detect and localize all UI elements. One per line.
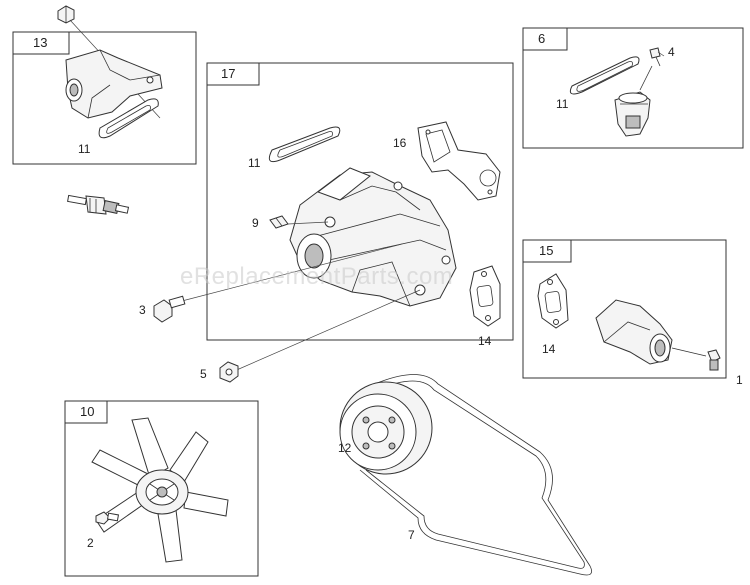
fan-pulley-part[interactable] — [339, 381, 433, 475]
callout-2: 2 — [87, 536, 94, 550]
water-pump-part[interactable] — [289, 167, 457, 307]
callout-4: 4 — [668, 45, 675, 59]
leader-line — [177, 243, 403, 303]
cap-part[interactable] — [57, 5, 75, 24]
gasket-14-part[interactable] — [537, 273, 569, 329]
temperature-sensor-part[interactable] — [67, 194, 130, 215]
callout-11: 11 — [78, 142, 91, 156]
group-13-frame — [12, 31, 197, 165]
watermark-text: eReplacementParts.com — [180, 263, 453, 290]
gasket-14-part[interactable] — [469, 265, 501, 327]
group-15-tab — [522, 239, 572, 263]
group-6-tab — [522, 27, 568, 51]
group-13: 13 11 — [12, 5, 197, 165]
group-15: 15 14 — [522, 239, 727, 379]
leader-line — [657, 51, 665, 57]
callout-1: 1 — [736, 373, 743, 387]
callout-7: 7 — [408, 528, 415, 542]
group-17: 17 11 16 — [177, 62, 514, 373]
group-13-tab — [12, 31, 70, 55]
bolt-1-part[interactable] — [707, 349, 721, 371]
group-10-frame — [64, 400, 259, 577]
group-10-tab — [64, 400, 108, 424]
cooling-fan-part[interactable] — [91, 417, 229, 563]
group-10: 10 2 — [64, 400, 259, 577]
bolt-2-part[interactable] — [95, 511, 120, 525]
callout-5: 5 — [200, 367, 207, 381]
v-belt-part[interactable] — [359, 374, 593, 576]
group-15-frame — [522, 239, 727, 379]
nut-5-part[interactable] — [219, 361, 239, 383]
callout-11: 11 — [248, 156, 261, 170]
callout-16: 16 — [393, 136, 407, 150]
group-6-frame — [522, 27, 744, 149]
bolt-9-part[interactable] — [269, 215, 289, 229]
group-17-label: 17 — [221, 66, 235, 81]
leader-line — [231, 289, 421, 373]
group-17-tab — [206, 62, 260, 86]
gasket-11-part[interactable] — [569, 56, 640, 95]
thermostat-housing-part[interactable] — [65, 49, 163, 119]
leader-line — [287, 221, 329, 225]
group-6-label: 6 — [538, 31, 545, 46]
callout-14: 14 — [478, 334, 492, 348]
gasket-11-part[interactable] — [98, 98, 159, 139]
group-17-frame — [206, 62, 514, 341]
gasket-16-part[interactable] — [417, 121, 501, 201]
group-10-label: 10 — [80, 404, 94, 419]
bolt-4-part[interactable] — [649, 47, 661, 67]
callout-11: 11 — [556, 97, 569, 111]
water-outlet-part[interactable] — [595, 299, 707, 365]
thermostat-part[interactable] — [614, 65, 653, 137]
callout-14: 14 — [542, 342, 556, 356]
callout-9: 9 — [252, 216, 259, 230]
callout-12: 12 — [338, 441, 352, 455]
bolt-3-part[interactable] — [153, 295, 186, 323]
group-6: 6 4 11 — [522, 27, 744, 149]
callout-3: 3 — [139, 303, 146, 317]
gasket-11-part[interactable] — [268, 126, 341, 163]
group-15-label: 15 — [539, 243, 553, 258]
group-13-label: 13 — [33, 35, 47, 50]
